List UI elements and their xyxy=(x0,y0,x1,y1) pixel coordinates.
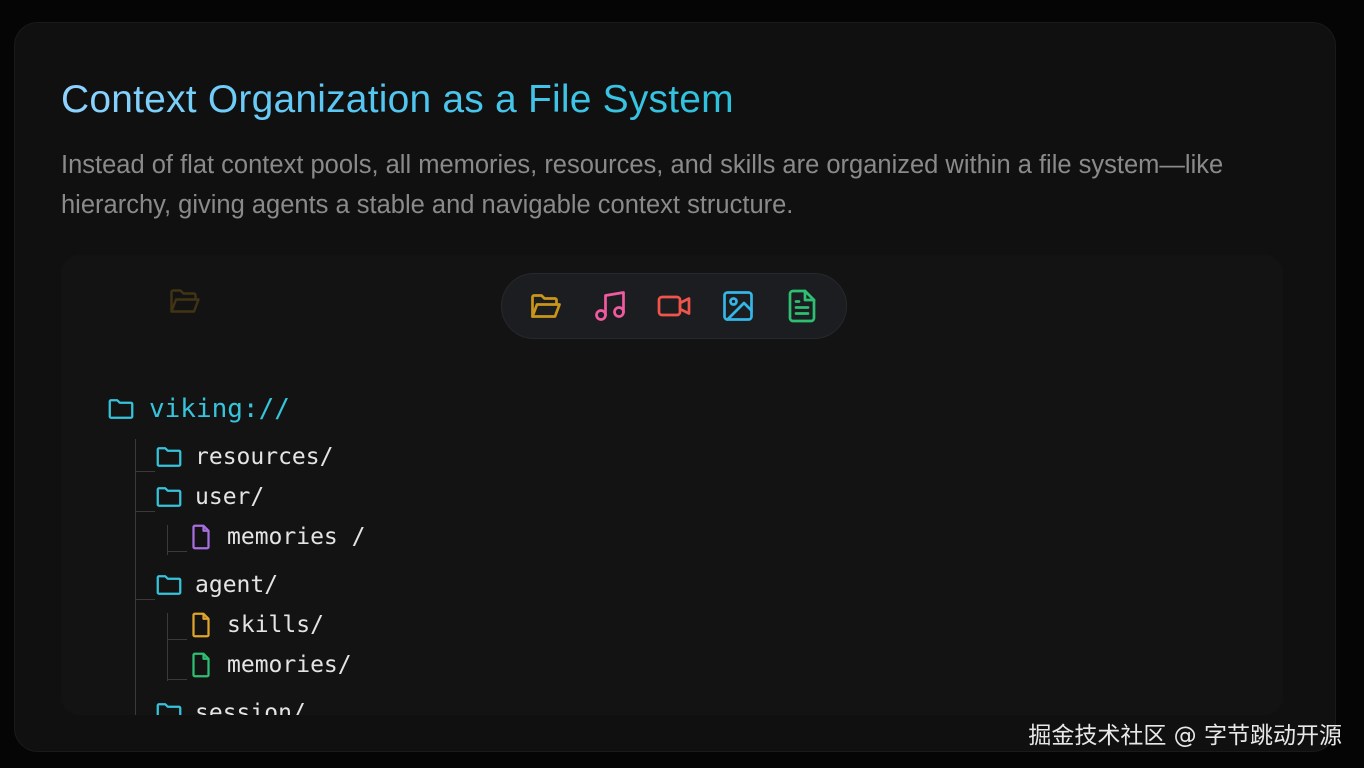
file-system-panel: viking:// resources/ user/ xyxy=(61,255,1283,715)
tree-item-user-memories[interactable]: memories / xyxy=(185,519,365,555)
file-icon xyxy=(185,609,217,641)
folder-icon xyxy=(105,393,137,425)
tree-connector xyxy=(167,679,187,680)
tree-item-label: memories/ xyxy=(227,652,352,678)
tree-item-agent-memories[interactable]: memories/ xyxy=(185,647,352,683)
folder-icon xyxy=(153,697,185,715)
tree-root[interactable]: viking:// xyxy=(105,391,290,427)
tree-connector xyxy=(135,471,155,472)
tree-item-session[interactable]: session/ xyxy=(153,695,306,715)
folder-open-icon xyxy=(531,294,561,318)
folder-open-icon xyxy=(170,289,200,313)
tree-item-label: memories / xyxy=(227,524,366,550)
tree-item-resources[interactable]: resources/ xyxy=(153,439,333,475)
tree-root-label: viking:// xyxy=(149,394,290,424)
audio-type-button[interactable] xyxy=(590,286,630,326)
file-tree: viking:// resources/ user/ xyxy=(61,255,661,715)
tree-connector xyxy=(167,639,187,640)
document-icon xyxy=(788,289,816,323)
folder-type-button[interactable] xyxy=(526,286,566,326)
file-type-toolbar xyxy=(501,273,847,339)
folder-icon xyxy=(153,569,185,601)
tree-connector xyxy=(167,525,168,555)
tree-connector xyxy=(135,599,155,600)
document-type-button[interactable] xyxy=(782,286,822,326)
tree-item-user[interactable]: user/ xyxy=(153,479,264,515)
watermark: 掘金技术社区 @ 字节跳动开源 xyxy=(1028,723,1342,749)
tree-connector xyxy=(135,511,155,512)
folder-icon xyxy=(153,441,185,473)
tree-connector xyxy=(135,439,136,715)
tree-connector xyxy=(167,551,187,552)
page-title: Context Organization as a File System xyxy=(61,78,734,121)
tree-connector xyxy=(167,613,168,681)
folder-icon xyxy=(153,481,185,513)
tree-item-label: resources/ xyxy=(195,444,334,470)
image-type-button[interactable] xyxy=(718,286,758,326)
video-type-button[interactable] xyxy=(654,286,694,326)
feature-card: Context Organization as a File System In… xyxy=(14,22,1336,752)
tree-item-label: agent/ xyxy=(195,572,279,598)
tree-item-agent[interactable]: agent/ xyxy=(153,567,278,603)
music-icon xyxy=(595,291,625,321)
tree-item-label: skills/ xyxy=(227,612,324,638)
image-icon xyxy=(723,291,753,321)
file-icon xyxy=(185,649,217,681)
file-icon xyxy=(185,521,217,553)
page-description: Instead of flat context pools, all memor… xyxy=(61,151,1224,219)
tree-item-label: session/ xyxy=(195,700,306,715)
tree-item-agent-skills[interactable]: skills/ xyxy=(185,607,324,643)
video-icon xyxy=(657,295,691,317)
tree-item-label: user/ xyxy=(195,484,265,510)
